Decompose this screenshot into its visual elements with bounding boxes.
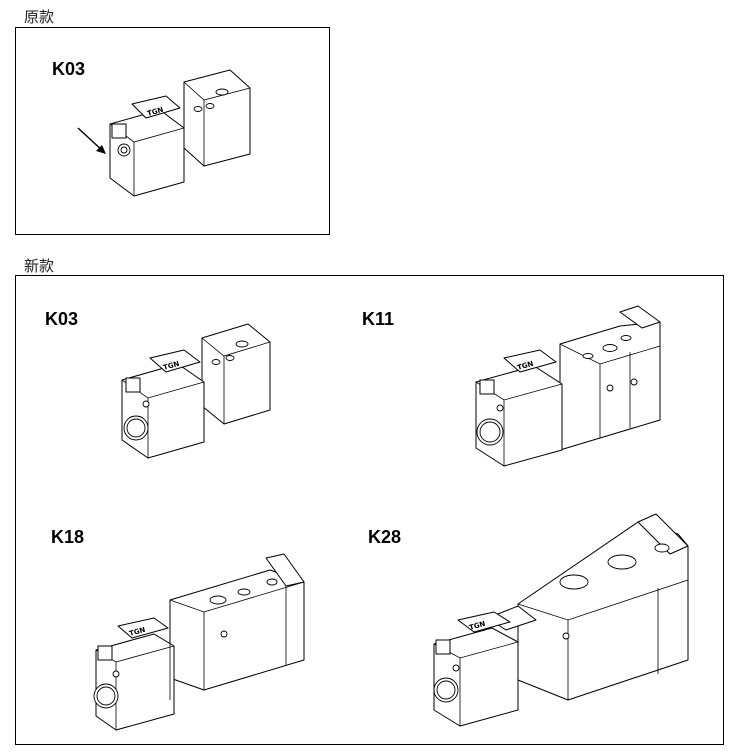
valve-drawing-original-k03: TGN [109, 69, 251, 197]
valve-drawing-new-k28: TGN [433, 513, 689, 727]
valve-drawing-new-k18: TGN [93, 553, 305, 731]
model-code-new-k18: K18 [51, 527, 85, 547]
model-code-new-k11: K11 [362, 309, 395, 329]
model-code-new-k03: K03 [45, 309, 79, 329]
original-section-label: 原款 [24, 8, 55, 26]
valve-drawing-new-k03: TGN [121, 323, 271, 459]
new-section-label: 新款 [24, 257, 55, 275]
arrow-icon [77, 127, 106, 154]
valve-drawing-new-k11: TGN [475, 305, 661, 467]
model-code-new-k28: K28 [368, 527, 402, 547]
model-code-original-k03: K03 [52, 59, 86, 79]
